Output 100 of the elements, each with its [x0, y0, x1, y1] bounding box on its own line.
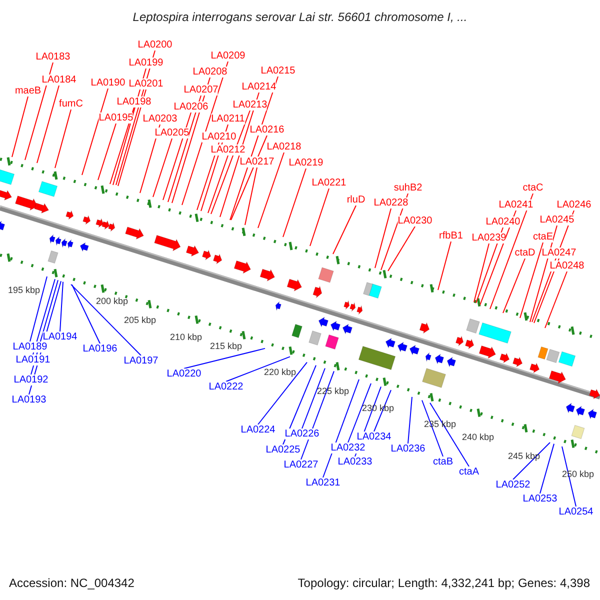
leader-line — [70, 284, 142, 356]
leader-line — [540, 443, 554, 494]
gene-label: LA0206 — [174, 102, 208, 112]
gene-label: LA0247 — [542, 248, 576, 258]
gene-label: rfbB1 — [439, 230, 463, 242]
leader-line — [140, 124, 160, 194]
leader-line — [374, 208, 392, 268]
gene-label: LA0254 — [558, 506, 594, 518]
leader-line — [182, 61, 228, 206]
gene-label: LA0240 — [486, 216, 520, 228]
position-label: 200 kbp — [96, 296, 128, 306]
gene-label: LA0217 — [240, 156, 274, 168]
leader-line — [72, 284, 100, 344]
leader-line — [244, 167, 258, 226]
leader-line — [310, 188, 330, 246]
gene-label: LA0221 — [312, 178, 346, 188]
gene-label: LA0193 — [12, 394, 46, 406]
gene-label: LA0210 — [202, 132, 236, 142]
gene-label: ctaE — [533, 232, 553, 242]
gene-label: LA0196 — [82, 344, 118, 354]
leader-line — [408, 396, 412, 444]
leader-line — [332, 205, 356, 254]
leader-line — [168, 95, 202, 202]
gene-label: LA0222 — [208, 382, 244, 392]
gene-label: LA0252 — [496, 480, 530, 490]
gene-label: LA0248 — [550, 260, 584, 272]
gene-label: LA0209 — [210, 50, 246, 62]
position-label: 240 kbp — [462, 432, 494, 442]
gene-label: ctaB — [433, 456, 453, 468]
gene-label: LA0183 — [36, 52, 70, 62]
gene-label: LA0211 — [211, 114, 245, 124]
gene-label: LA0189 — [12, 342, 48, 352]
position-label: 205 kbp — [124, 315, 156, 325]
gene-label: LA0213 — [232, 100, 268, 110]
leader-line — [230, 135, 268, 220]
gene-label: LA0232 — [330, 442, 366, 454]
gene-label: LA0241 — [498, 200, 534, 210]
position-label: 215 kbp — [210, 341, 242, 351]
gene-label: LA0190 — [90, 78, 126, 88]
leader-line — [184, 348, 266, 369]
leader-line — [474, 243, 490, 302]
gene-label: LA0245 — [540, 214, 574, 226]
leader-line — [502, 258, 526, 314]
gene-label: LA0216 — [250, 124, 284, 136]
accession-text: Accession: NC_004342 — [9, 576, 134, 590]
position-label: 195 kbp — [8, 285, 40, 295]
gene-label: LA0253 — [522, 494, 558, 504]
leader-line — [512, 442, 550, 480]
leader-line — [208, 155, 228, 214]
leader-line — [388, 226, 416, 272]
gene-label: LA0184 — [42, 74, 76, 86]
map-title: Leptospira interrogans serovar Lai str. 56601 chromosome I, ... — [132, 10, 468, 24]
gene-label: LA0234 — [356, 432, 392, 442]
leader-line — [12, 96, 28, 158]
leader-line — [282, 168, 306, 238]
leader-line — [562, 446, 576, 507]
gene-label: ctaA — [459, 466, 479, 478]
gene-label: LA0201 — [128, 78, 164, 90]
leader-line — [258, 152, 284, 228]
gene-label: rluD — [346, 194, 366, 206]
leader-line — [348, 382, 372, 443]
leader-line — [60, 281, 64, 332]
gene-label: LA0246 — [556, 200, 592, 210]
leader-line — [98, 123, 116, 180]
leader-line — [438, 241, 452, 290]
leader-line — [490, 193, 534, 310]
gene-label: LA0194 — [42, 332, 78, 342]
gene-label: LA0212 — [210, 144, 246, 156]
leader-line — [300, 370, 334, 460]
gene-label: LA0207 — [184, 84, 218, 96]
gene-label: LA0220 — [166, 368, 202, 380]
leader-line — [152, 138, 172, 198]
leader-line — [82, 88, 108, 176]
leader-line — [210, 110, 250, 214]
gene-label: LA0226 — [284, 428, 320, 440]
gene-label: LA0192 — [14, 374, 48, 386]
gene-label: LA0219 — [288, 158, 324, 168]
leader-line — [282, 364, 316, 445]
leader-line — [30, 276, 48, 342]
gene-label: LA0218 — [266, 142, 302, 152]
gene-label: LA0203 — [142, 114, 178, 124]
gene-label: LA0195 — [98, 112, 134, 124]
leader-line — [162, 112, 192, 200]
gene-label: LA0198 — [116, 96, 152, 108]
gene-label: LA0231 — [306, 478, 340, 488]
gene-label: LA0199 — [128, 58, 164, 68]
gene-label: LA0233 — [338, 456, 372, 468]
leader-line — [530, 225, 558, 322]
gene-label: LA0224 — [240, 424, 276, 436]
gene-label: LA0197 — [124, 356, 158, 366]
gene-label: maeB — [14, 86, 42, 96]
leader-line — [322, 378, 360, 478]
gene-label: ctaC — [522, 182, 544, 194]
genome-summary-text: Topology: circular; Length: 4,332,241 bp; Genes: 4,398 — [298, 576, 590, 590]
gene-label: ctaD — [514, 248, 536, 258]
gene-label: LA0236 — [390, 444, 426, 454]
gene-label: suhB2 — [394, 182, 422, 194]
gene-label: LA0230 — [398, 216, 432, 226]
gene-label: LA0227 — [284, 460, 318, 470]
leader-line — [258, 362, 308, 425]
